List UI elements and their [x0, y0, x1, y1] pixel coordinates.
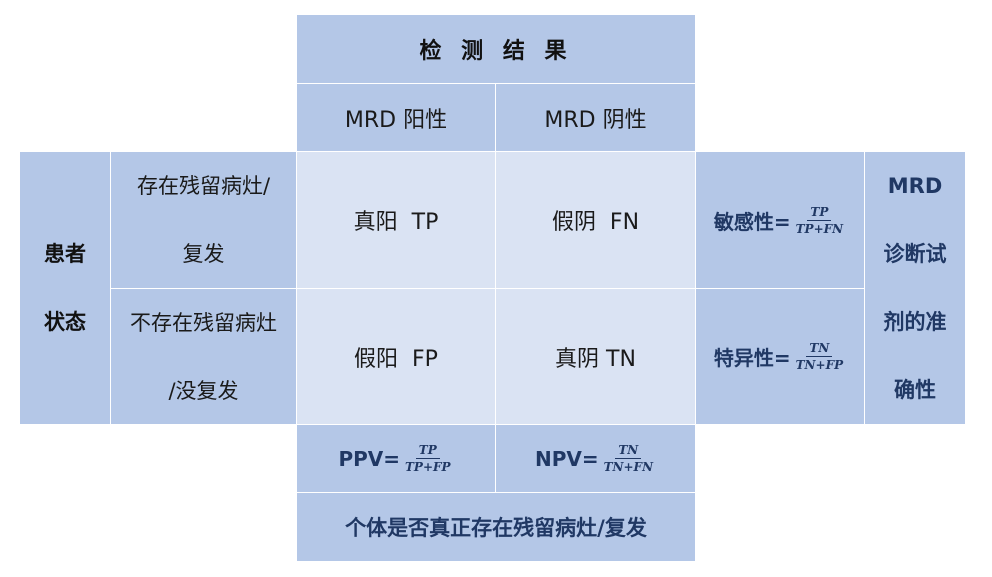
sensitivity-cell: 敏感性= TP TP+FN [696, 152, 864, 288]
npv-label: NPV= [534, 446, 599, 471]
npv-cell: NPV= TN TN+FN [496, 425, 695, 492]
row-header-residual: 存在残留病灶/ 复发 [111, 152, 296, 288]
sensitivity-label: 敏感性= [713, 209, 791, 234]
cell-false-positive-label: 假阳 FP [354, 346, 438, 372]
ppv-fraction: TP TP+FP [402, 443, 454, 474]
results-header-label: 检 测 结 果 [419, 39, 573, 64]
mrd-accuracy-line1: MRD [887, 174, 943, 198]
ppv-numerator: TP [415, 443, 440, 459]
ppv-cell: PPV= TP TP+FP [297, 425, 495, 492]
specificity-numerator: TN [806, 341, 833, 357]
ppv-denominator: TP+FP [405, 460, 451, 474]
cell-true-positive: 真阳 TP [297, 152, 495, 288]
specificity-label: 特异性= [713, 346, 791, 370]
patient-status-line2: 状态 [44, 310, 86, 334]
mrd-accuracy-line2: 诊断试 [883, 242, 947, 266]
results-header: 检 测 结 果 [297, 15, 695, 83]
col-header-mrd-positive-label: MRD 阳性 [344, 107, 448, 133]
patient-status-label: 患者 状态 [20, 152, 110, 424]
patient-status-line1: 患者 [44, 242, 86, 266]
npv-formula: NPV= TN TN+FN [535, 443, 656, 474]
npv-fraction: TN TN+FN [601, 443, 656, 474]
mrd-accuracy-line4: 确性 [894, 378, 936, 402]
cell-false-positive: 假阳 FP [297, 289, 495, 424]
sensitivity-numerator: TP [807, 205, 832, 221]
row-header-residual-line2: 复发 [182, 242, 225, 266]
cell-true-negative: 真阴 TN [496, 289, 695, 424]
sensitivity-fraction: TP TP+FN [793, 205, 847, 236]
row-header-no-residual-line1: 不存在残留病灶 [130, 310, 277, 335]
sensitivity-formula: 敏感性= TP TP+FN [714, 205, 846, 236]
sensitivity-denominator: TP+FN [795, 221, 844, 236]
footer-label: 个体是否真正存在残留病灶/复发 [345, 516, 647, 540]
row-header-residual-line1: 存在残留病灶/ [136, 174, 271, 198]
npv-denominator: TN+FN [603, 460, 654, 474]
specificity-cell: 特异性= TN TN+FP [696, 289, 864, 424]
col-header-mrd-positive: MRD 阳性 [297, 84, 495, 151]
cell-false-negative: 假阴 FN [496, 152, 695, 288]
row-header-no-residual: 不存在残留病灶 /没复发 [111, 289, 296, 424]
mrd-accuracy-line3: 剂的准 [883, 310, 947, 334]
row-header-no-residual-line2: /没复发 [168, 378, 239, 403]
col-header-mrd-negative: MRD 阴性 [496, 84, 695, 151]
col-header-mrd-negative-label: MRD 阴性 [544, 107, 647, 133]
specificity-denominator: TN+FP [795, 358, 844, 372]
footer-label-cell: 个体是否真正存在残留病灶/复发 [297, 493, 695, 561]
cell-false-negative-label: 假阴 FN [551, 210, 640, 235]
mrd-accuracy-title: MRD 诊断试 剂的准 确性 [865, 152, 965, 424]
cell-true-positive-label: 真阳 TP [353, 210, 439, 235]
npv-numerator: TN [615, 443, 642, 459]
cell-true-negative-label: 真阴 TN [555, 346, 636, 372]
specificity-fraction: TN TN+FP [793, 341, 847, 372]
ppv-formula: PPV= TP TP+FP [338, 443, 453, 474]
specificity-formula: 特异性= TN TN+FP [714, 341, 846, 372]
ppv-label: PPV= [338, 446, 400, 471]
